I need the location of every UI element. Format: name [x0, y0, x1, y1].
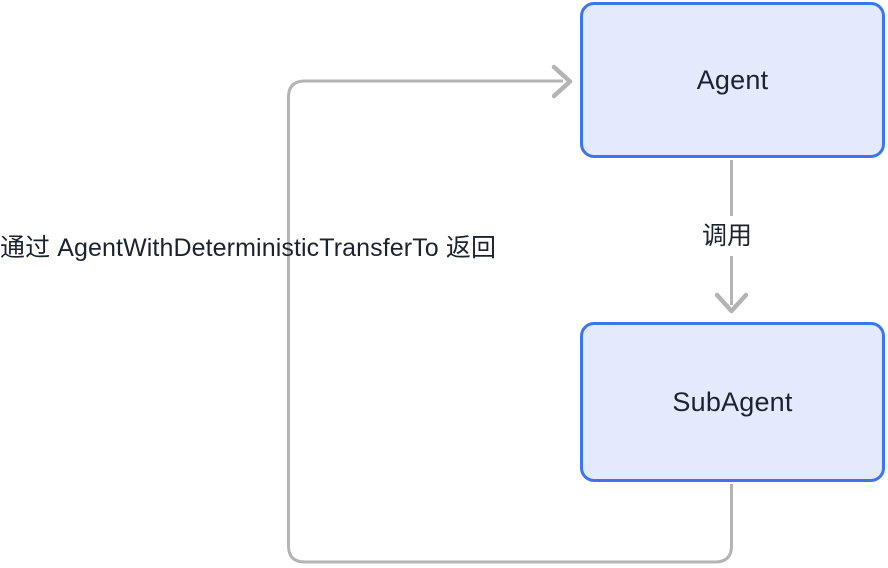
node-subagent-label: SubAgent — [672, 386, 793, 417]
return-edge-path — [287, 79, 733, 564]
node-agent[interactable]: Agent — [580, 2, 885, 158]
node-agent-label: Agent — [696, 64, 769, 95]
call-edge-label: 调用 — [702, 222, 753, 250]
return-edge-label: 通过 AgentWithDeterministicTransferTo 返回 — [0, 234, 497, 262]
node-subagent[interactable]: SubAgent — [580, 322, 885, 482]
call-edge-arrowhead-icon — [714, 292, 749, 314]
return-edge-arrowhead-icon — [551, 64, 573, 99]
